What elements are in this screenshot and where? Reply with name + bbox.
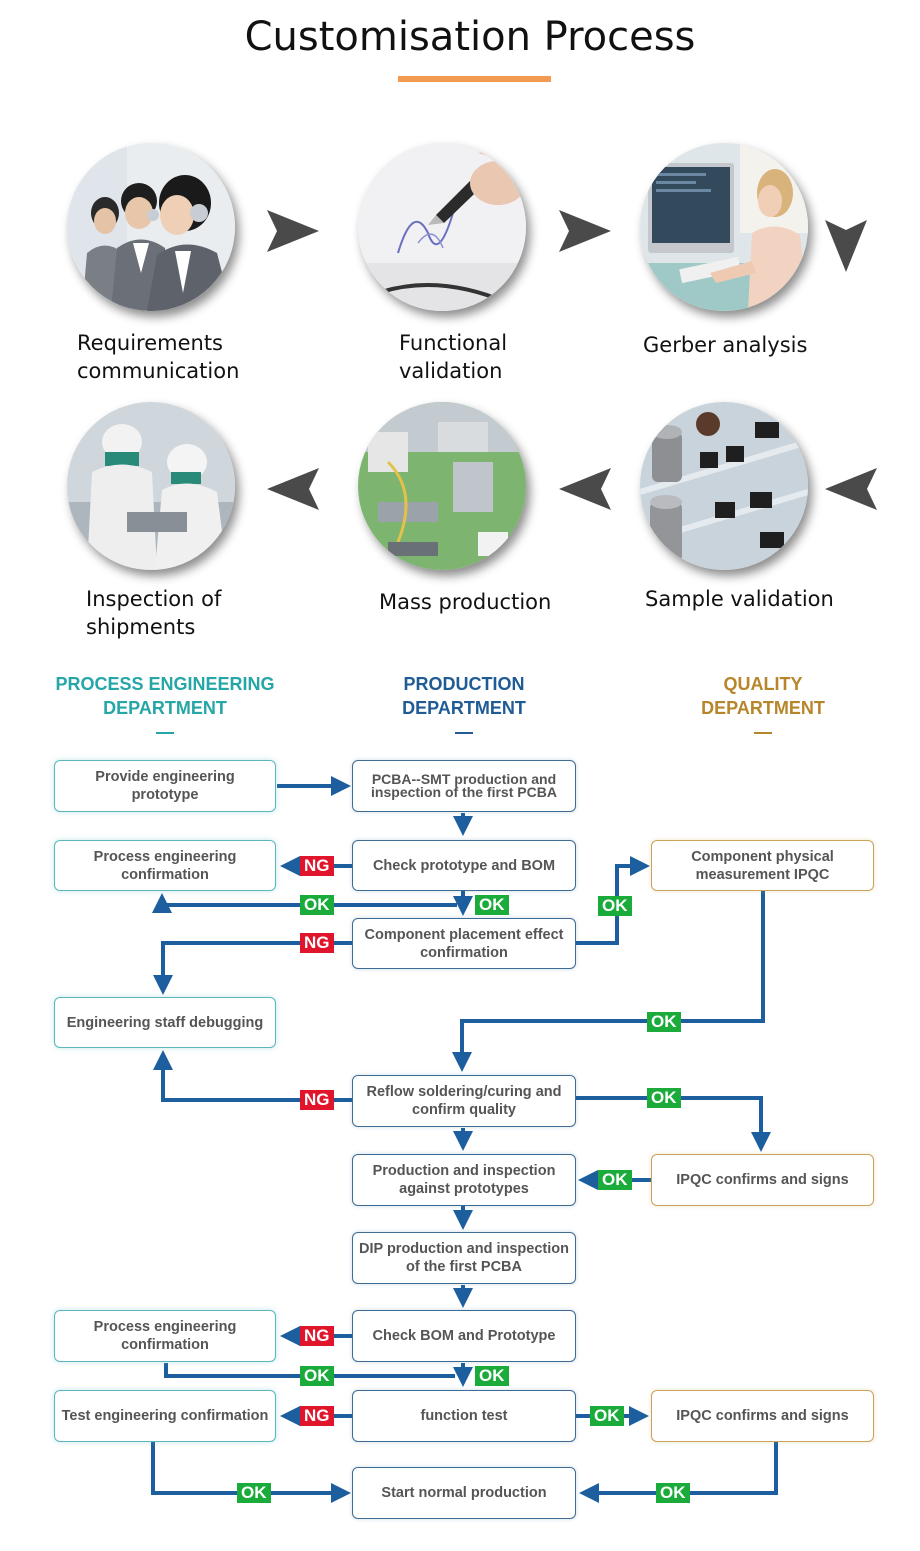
box-function-test: function test [352, 1390, 576, 1442]
ok-tag: OK [237, 1483, 271, 1503]
box-check-bom-prototype: Check BOM and Prototype [352, 1310, 576, 1362]
box-production-inspection: Production and inspection against protot… [352, 1154, 576, 1206]
connector-line [452, 891, 765, 1072]
factory-floor-photo [358, 402, 526, 570]
arrow-left-icon [267, 468, 319, 510]
ok-tag: OK [598, 896, 632, 916]
arrow-right-icon [559, 210, 611, 252]
dept-title-line: DEPARTMENT [402, 698, 526, 718]
ng-tag: NG [300, 1326, 334, 1346]
dept-title-line: DEPARTMENT [103, 698, 227, 718]
ok-tag: OK [475, 1366, 509, 1386]
ok-tag: OK [598, 1170, 632, 1190]
box-placement-confirmation: Component placement effect confirmation [352, 918, 576, 969]
step-label-sample: Sample validation [645, 585, 834, 613]
box-ipqc-signs-1: IPQC confirms and signs [651, 1154, 874, 1206]
connector-line [164, 1363, 455, 1378]
connector-line [576, 1096, 771, 1152]
dept-title-line: PRODUCTION [403, 674, 525, 694]
box-start-production: Start normal production [352, 1467, 576, 1519]
box-reflow-soldering: Reflow soldering/curing and confirm qual… [352, 1075, 576, 1127]
dept-dash [455, 732, 473, 734]
step-label-line: Mass production [379, 590, 552, 614]
dept-quality: QUALITY DEPARTMENT [663, 672, 863, 734]
ok-tag: OK [300, 895, 334, 915]
step-label-line: Gerber analysis [643, 333, 808, 357]
step-label-mass: Mass production [379, 588, 551, 616]
connector-line [151, 1442, 351, 1503]
ok-tag: OK [647, 1088, 681, 1108]
step-label-functional: Functional validation [399, 329, 507, 385]
ok-tag: OK [647, 1012, 681, 1032]
connector-line [153, 941, 352, 995]
arrow-left-icon [559, 468, 611, 510]
box-component-measurement: Component physical measurement IPQC [651, 840, 874, 891]
step-label-line: communication [77, 359, 240, 383]
step-label-line: validation [399, 359, 503, 383]
ng-tag: NG [300, 1406, 334, 1426]
arrow-down-icon [825, 220, 867, 272]
box-test-eng-confirmation: Test engineering confirmation [54, 1390, 276, 1442]
box-check-prototype-bom: Check prototype and BOM [352, 840, 576, 891]
step-label-inspection: Inspection of shipments [86, 585, 221, 641]
dept-title-line: PROCESS ENGINEERING [55, 674, 275, 694]
ok-tag: OK [300, 1366, 334, 1386]
dept-production: PRODUCTION DEPARTMENT [364, 672, 564, 734]
step-label-line: shipments [86, 615, 196, 639]
box-eng-debugging: Engineering staff debugging [54, 997, 276, 1048]
arrow-right-icon [267, 210, 319, 252]
connector-line [152, 893, 457, 913]
dept-process-engineering: PROCESS ENGINEERING DEPARTMENT [35, 672, 295, 734]
ng-tag: NG [300, 933, 334, 953]
ng-tag: NG [300, 856, 334, 876]
dept-title-line: DEPARTMENT [701, 698, 825, 718]
dept-title-line: QUALITY [723, 674, 803, 694]
page-title: Customisation Process [244, 14, 696, 60]
step-label-line: Sample validation [645, 587, 834, 611]
step-label-requirements: Requirements communication [77, 329, 239, 385]
step-label-line: Requirements [77, 331, 223, 355]
step-label-line: Functional [399, 331, 508, 355]
ok-tag: OK [656, 1483, 690, 1503]
pcb-components-photo [640, 402, 808, 570]
box-provide-prototype: Provide engineering prototype [54, 760, 276, 812]
box-ipqc-signs-2: IPQC confirms and signs [651, 1390, 874, 1442]
arrow-left-icon [825, 468, 877, 510]
box-pe-confirmation-2: Process engineering confirmation [54, 1310, 276, 1362]
ng-tag: NG [300, 1090, 334, 1110]
step-label-line: Inspection of [86, 587, 222, 611]
box-smt-first-pcba: PCBA--SMT production and inspection of t… [352, 760, 576, 812]
dept-dash [754, 732, 772, 734]
dept-dash [156, 732, 174, 734]
connector-line [579, 1442, 778, 1503]
ok-tag: OK [475, 895, 509, 915]
connector-line [153, 1050, 352, 1102]
step-label-gerber: Gerber analysis [643, 331, 807, 359]
box-pe-confirmation-1: Process engineering confirmation [54, 840, 276, 891]
box-dip-first-pcba: DIP production and inspection of the fir… [352, 1232, 576, 1284]
title-underline [398, 76, 551, 82]
ok-tag: OK [590, 1406, 624, 1426]
